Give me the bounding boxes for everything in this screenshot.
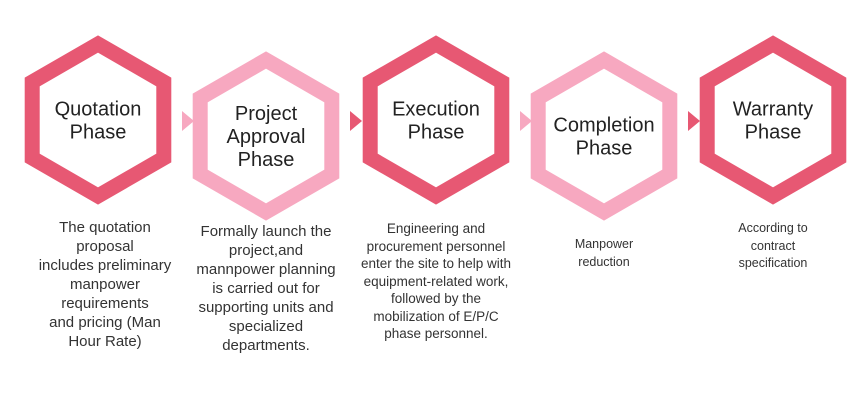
connector-arrow-4 <box>688 111 700 131</box>
quotation-phase-hexagon <box>24 35 172 205</box>
completion-phase-hexagon <box>530 51 678 221</box>
connector-arrow-3 <box>520 111 532 131</box>
execution-phase-hexagon <box>362 35 510 205</box>
connector-arrow-2 <box>350 111 362 131</box>
connector-arrow-1 <box>182 111 194 131</box>
project-approval-phase-hexagon <box>192 51 340 221</box>
warranty-phase-hexagon <box>699 35 847 205</box>
